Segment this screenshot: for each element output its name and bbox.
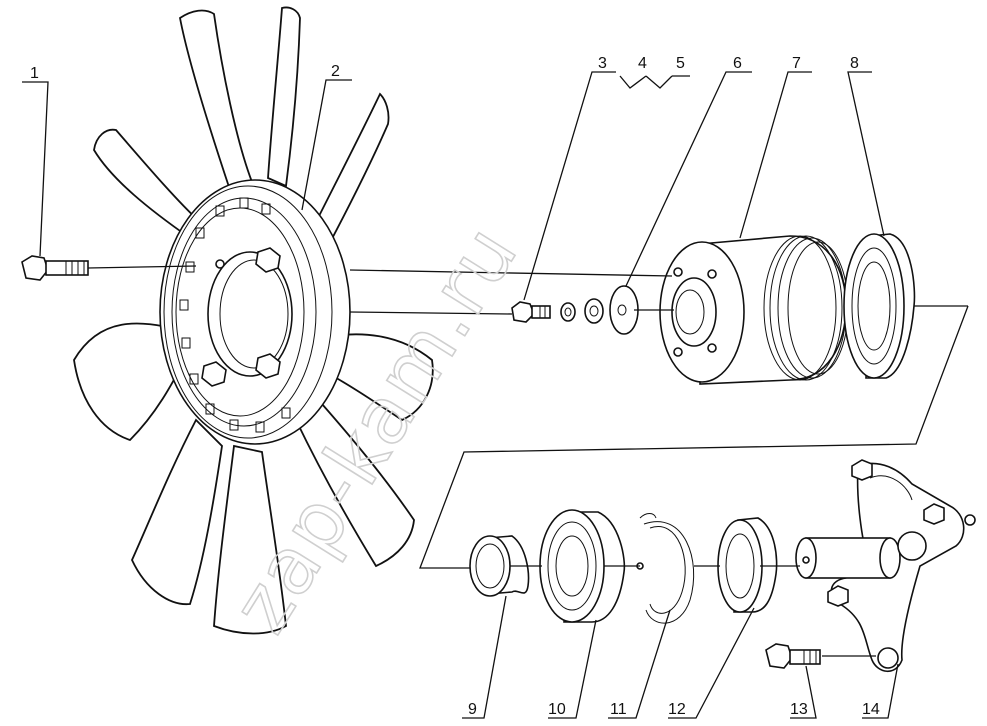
hub-bolt-heads — [201, 247, 281, 387]
fan-blade — [294, 402, 415, 568]
fan-blade — [73, 322, 192, 442]
sleeve-9 — [469, 535, 530, 597]
callout-labels: 1 2 3 4 5 6 7 8 9 10 11 12 13 14 — [30, 55, 880, 718]
seal-12 — [717, 517, 778, 613]
label-9: 9 — [468, 701, 477, 718]
label-5: 5 — [676, 55, 685, 72]
bolt-13 — [765, 643, 821, 669]
pulley-7 — [659, 235, 849, 385]
shroud-ribs — [179, 197, 291, 433]
label-11: 11 — [610, 701, 627, 718]
fan-blade — [317, 333, 434, 422]
bearing-10 — [539, 509, 626, 623]
snap-ring-11 — [636, 513, 695, 624]
label-12: 12 — [668, 701, 686, 718]
callout-leaders — [22, 71, 899, 719]
fan-blade — [179, 9, 254, 192]
label-14: 14 — [862, 701, 880, 718]
fan-blade — [93, 128, 202, 240]
label-7: 7 — [792, 55, 801, 72]
axis-lines — [87, 265, 969, 657]
fan-assembly — [73, 6, 434, 635]
fan-blade — [310, 92, 390, 252]
bolt-1 — [21, 255, 89, 281]
washer-5 — [584, 298, 604, 324]
bolt-3 — [511, 301, 551, 323]
label-3: 3 — [598, 55, 607, 72]
bracket-14 — [795, 459, 976, 673]
fan-blade — [213, 444, 287, 635]
bearing-8 — [843, 233, 916, 379]
label-1: 1 — [30, 65, 39, 82]
fan-blade — [131, 418, 223, 605]
spring-washer-4 — [560, 302, 576, 322]
washer-6 — [609, 285, 639, 335]
label-6: 6 — [733, 55, 742, 72]
fan-blade — [267, 6, 301, 188]
label-10: 10 — [548, 701, 566, 718]
label-8: 8 — [850, 55, 859, 72]
label-2: 2 — [331, 63, 340, 80]
fan-center-bore — [207, 251, 293, 377]
label-13: 13 — [790, 701, 808, 718]
label-4: 4 — [638, 55, 647, 72]
